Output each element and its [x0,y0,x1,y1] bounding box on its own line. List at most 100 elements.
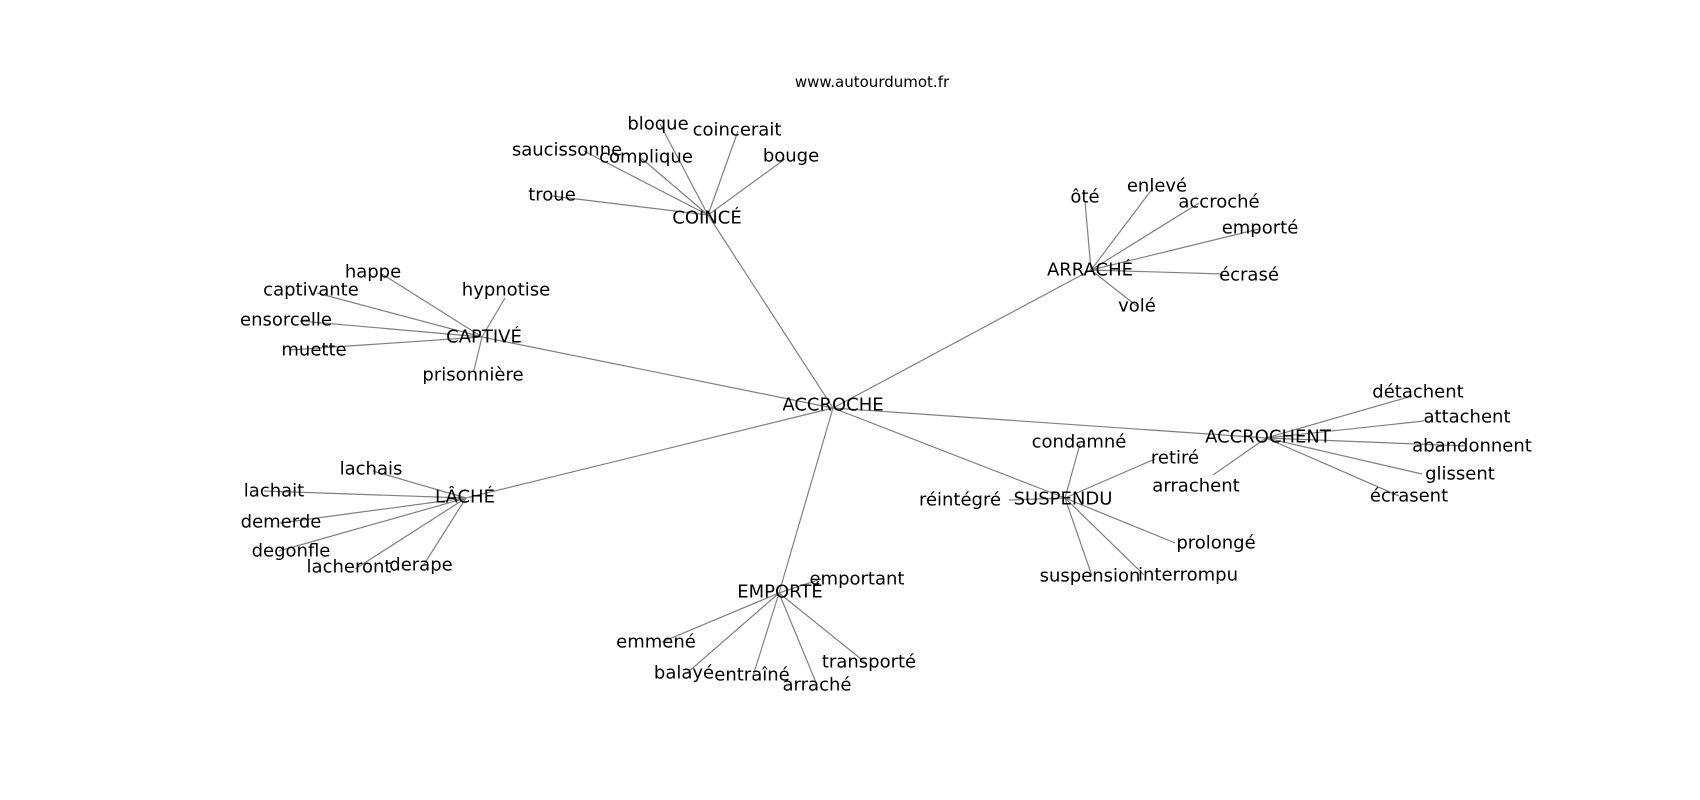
edge-hub-to-word [316,292,483,338]
edge-hub-to-word [1084,200,1092,271]
edge-hub-to-word [659,123,709,216]
word-node-label: écrasent [1370,486,1448,507]
edge-hub-to-word [422,497,467,567]
edge-root-to-hub [465,407,834,499]
edge-root-to-hub [778,407,834,594]
word-node-label: emportant [809,569,904,590]
word-node-label: emmené [616,632,696,653]
edge-hub-to-word [1090,187,1154,271]
word-node-label: glissent [1425,464,1495,485]
edge-hub-to-word [752,592,780,677]
word-node-label: retiré [1151,448,1199,469]
word-node-label: enlevé [1127,176,1187,197]
edge-hub-to-word [551,195,709,216]
edge-hub-to-word [381,273,483,338]
word-node-label: lacheront [307,557,392,578]
edge-root-to-hub [707,214,834,409]
hub-node-label: EMPORTÉ [737,581,823,603]
word-node-label: lachait [244,481,304,502]
hub-node-label: ACCROCHENT [1205,427,1332,448]
edge-hub-to-word [1064,458,1156,499]
edge-hub-to-word [661,592,780,643]
word-node-label: captivante [263,280,359,301]
word-node-label: prisonnière [422,365,523,386]
word-node-label: bouge [763,146,819,167]
word-node-label: ensorcelle [240,310,332,331]
word-node-label: arrachent [1152,476,1239,497]
hub-node-label: COINCÉ [672,207,741,229]
word-node-label: saucissonne [512,140,622,161]
word-node-label: détachent [1372,382,1463,403]
word-node-label: derape [389,555,452,576]
edge-hub-to-word [372,470,467,499]
word-node-label: suspension [1040,566,1141,587]
edge-hub-to-word [778,592,818,686]
word-node-label: attachent [1423,407,1510,428]
word-node-label: volé [1118,296,1156,317]
word-node-label: écrasé [1219,265,1279,286]
edge-root-to-hub [832,269,1092,409]
hub-node-label: ARRACHÉ [1047,259,1133,281]
edge-hub-to-word [1265,437,1467,447]
word-node-label: bloque [627,114,688,135]
word-node-label: troue [528,185,576,206]
word-node-label: demerde [241,512,322,533]
edge-root-to-hub [832,407,1066,499]
word-node-label: hypnotise [462,280,550,301]
edge-hub-to-word [778,592,867,664]
edge-hub-to-word [1212,437,1267,476]
source-watermark: www.autourdumot.fr [795,73,950,91]
edge-hub-to-word [778,578,822,594]
word-node-label: happe [345,262,401,283]
edge-root-to-hub [481,336,834,409]
word-node-label: balayé [654,663,714,684]
word-node-label: condamné [1032,432,1127,453]
edge-hub-to-word [1064,497,1145,576]
word-node-label: interrompu [1138,565,1238,586]
edge-root-to-hub [832,407,1267,439]
edge-hub-to-word [1265,395,1413,439]
edge-hub-to-word [1265,437,1423,475]
edge-hub-to-word [640,157,709,216]
hub-node-label: SUSPENDU [1014,489,1113,510]
word-node-label: arraché [783,675,852,696]
word-node-label: prolongé [1176,533,1255,554]
edge-hub-to-word [1265,420,1425,439]
word-node-label: accroché [1178,192,1259,213]
hub-node-label: CAPTIVÉ [446,326,522,348]
edge-hub-to-word [278,497,467,552]
edge-hub-to-word [1008,497,1066,501]
word-node-label: degonfle [252,541,331,562]
edge-hub-to-word [279,497,467,524]
edge-hub-to-word [1064,443,1081,499]
root-node-label: ACCROCHE [782,395,883,416]
word-node-label: complique [599,147,693,168]
graph-edges [263,123,1467,686]
edge-hub-to-word [1090,228,1260,271]
edge-hub-to-word [481,297,506,338]
word-node-label: coincerait [693,120,782,141]
word-node-label: lachais [340,459,403,480]
edge-hub-to-word [1090,269,1139,308]
edge-hub-to-word [707,158,786,216]
edge-hub-to-word [473,336,483,371]
edge-hub-to-word [1064,497,1176,544]
edge-hub-to-word [288,336,483,351]
edge-hub-to-word [299,320,483,338]
word-node-label: abandonnent [1412,436,1532,457]
edge-hub-to-word [686,592,780,674]
word-node-label: muette [281,340,346,361]
word-node-label: réintégré [919,490,1001,511]
word-node-label: ôté [1070,187,1099,208]
edge-hub-to-word [354,497,467,570]
edge-hub-to-word [583,150,709,216]
word-node-label: emporté [1222,218,1299,239]
word-node-label: transporté [822,652,916,673]
edge-hub-to-word [1265,437,1400,497]
edge-hub-to-word [263,490,467,499]
edge-hub-to-word [1064,497,1093,577]
edge-hub-to-word [1090,269,1224,275]
edge-hub-to-word [707,130,739,216]
